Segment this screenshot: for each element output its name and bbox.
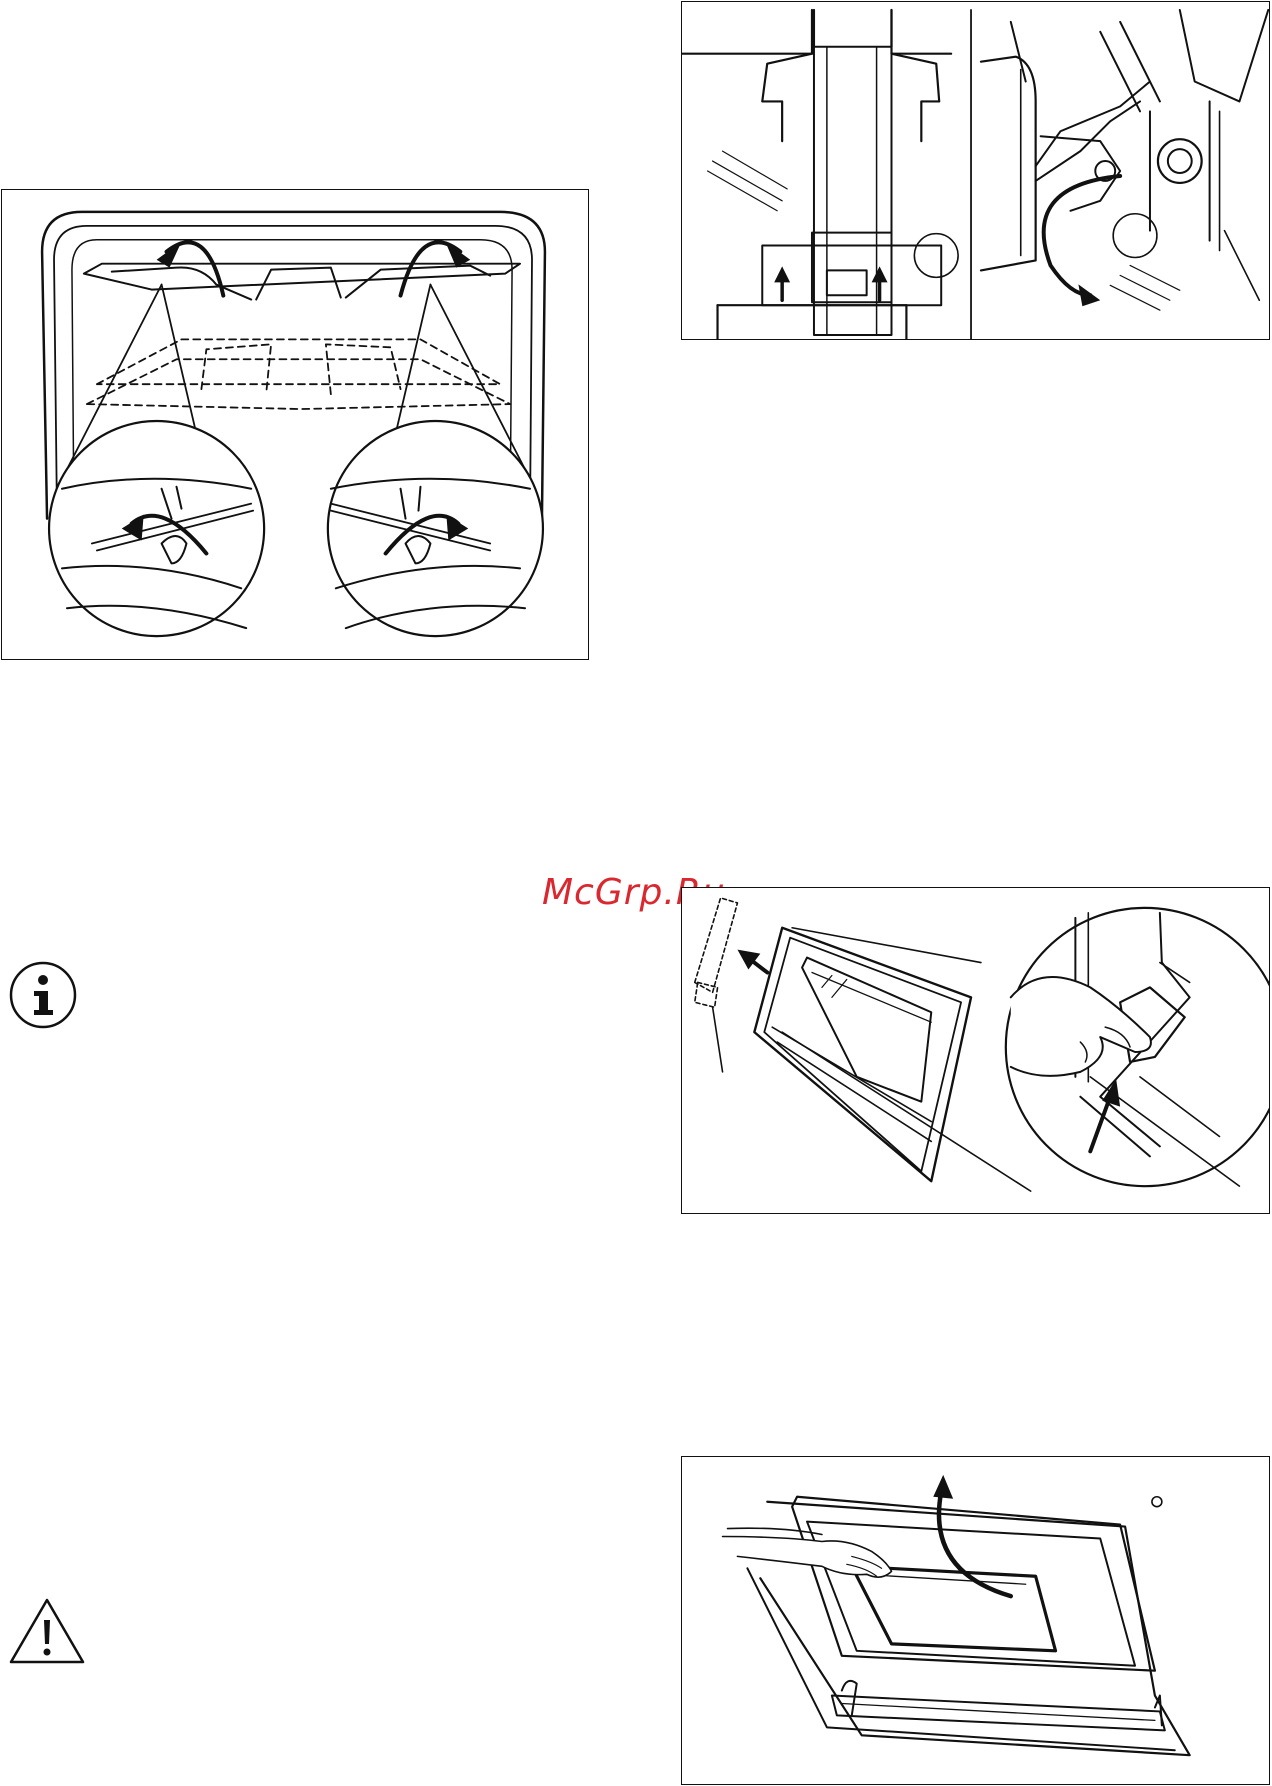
door-removal-figure bbox=[681, 887, 1270, 1214]
door-hinge-figure bbox=[681, 1, 1270, 340]
door-glass-removal-figure bbox=[681, 1456, 1270, 1785]
grill-removal-figure bbox=[1, 189, 589, 660]
info-icon bbox=[8, 960, 78, 1030]
warning-icon bbox=[8, 1596, 86, 1666]
